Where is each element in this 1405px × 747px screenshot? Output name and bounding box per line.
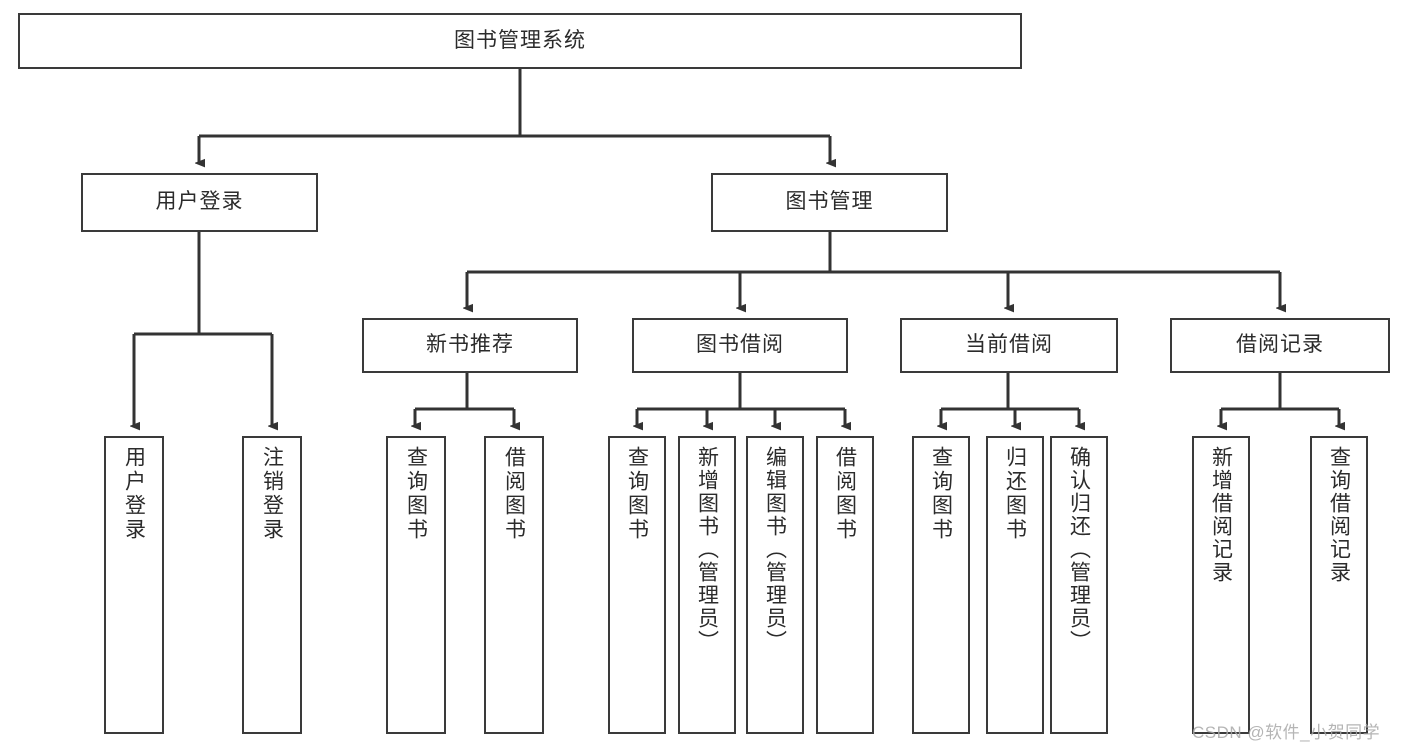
node-leaf-edit-book-label: 编辑图书（管理员） [763,446,787,653]
node-leaf-borrow-book[interactable]: 借阅图书 [816,436,874,734]
node-leaf-return-book[interactable]: 归还图书 [986,436,1044,734]
node-root[interactable]: 图书管理系统 [18,13,1022,69]
node-leaf-borrow-book-rec[interactable]: 借阅图书 [484,436,544,734]
node-leaf-query-borrow-record[interactable]: 查询借阅记录 [1310,436,1368,734]
node-leaf-borrow-book-label: 借阅图书 [833,446,857,542]
node-leaf-add-book[interactable]: 新增图书（管理员） [678,436,736,734]
node-root-label: 图书管理系统 [454,28,586,52]
node-book-manage[interactable]: 图书管理 [711,173,948,232]
node-borrow-record[interactable]: 借阅记录 [1170,318,1390,373]
node-leaf-user-login[interactable]: 用户登录 [104,436,164,734]
node-leaf-query-book-borrow-label: 查询图书 [625,446,649,542]
csdn-watermark: CSDN @软件_小贺同学 [1192,723,1381,742]
node-leaf-confirm-return[interactable]: 确认归还（管理员） [1050,436,1108,734]
node-book-borrow[interactable]: 图书借阅 [632,318,848,373]
node-current-borrow-label: 当前借阅 [965,333,1053,357]
node-current-borrow[interactable]: 当前借阅 [900,318,1118,373]
node-leaf-user-logout-label: 注销登录 [260,446,284,542]
node-book-manage-label: 图书管理 [785,190,874,214]
node-leaf-query-borrow-record-label: 查询借阅记录 [1327,446,1351,584]
node-leaf-query-book-rec[interactable]: 查询图书 [386,436,446,734]
node-new-book-rec-label: 新书推荐 [426,333,514,357]
node-leaf-confirm-return-label: 确认归还（管理员） [1067,446,1091,653]
node-leaf-query-book-borrow[interactable]: 查询图书 [608,436,666,734]
node-leaf-add-borrow-record-label: 新增借阅记录 [1209,446,1233,584]
node-leaf-query-book-rec-label: 查询图书 [404,446,428,542]
node-leaf-query-book-cur[interactable]: 查询图书 [912,436,970,734]
node-leaf-user-logout[interactable]: 注销登录 [242,436,302,734]
node-user-login-label: 用户登录 [155,190,244,214]
node-leaf-add-book-label: 新增图书（管理员） [695,446,719,653]
node-user-login[interactable]: 用户登录 [81,173,318,232]
node-book-borrow-label: 图书借阅 [696,333,784,357]
node-leaf-user-login-label: 用户登录 [122,446,146,542]
node-leaf-return-book-label: 归还图书 [1003,446,1027,542]
node-new-book-rec[interactable]: 新书推荐 [362,318,578,373]
node-leaf-query-book-cur-label: 查询图书 [929,446,953,542]
node-leaf-borrow-book-rec-label: 借阅图书 [502,446,526,542]
node-leaf-edit-book[interactable]: 编辑图书（管理员） [746,436,804,734]
node-leaf-add-borrow-record[interactable]: 新增借阅记录 [1192,436,1250,734]
node-borrow-record-label: 借阅记录 [1236,333,1324,357]
